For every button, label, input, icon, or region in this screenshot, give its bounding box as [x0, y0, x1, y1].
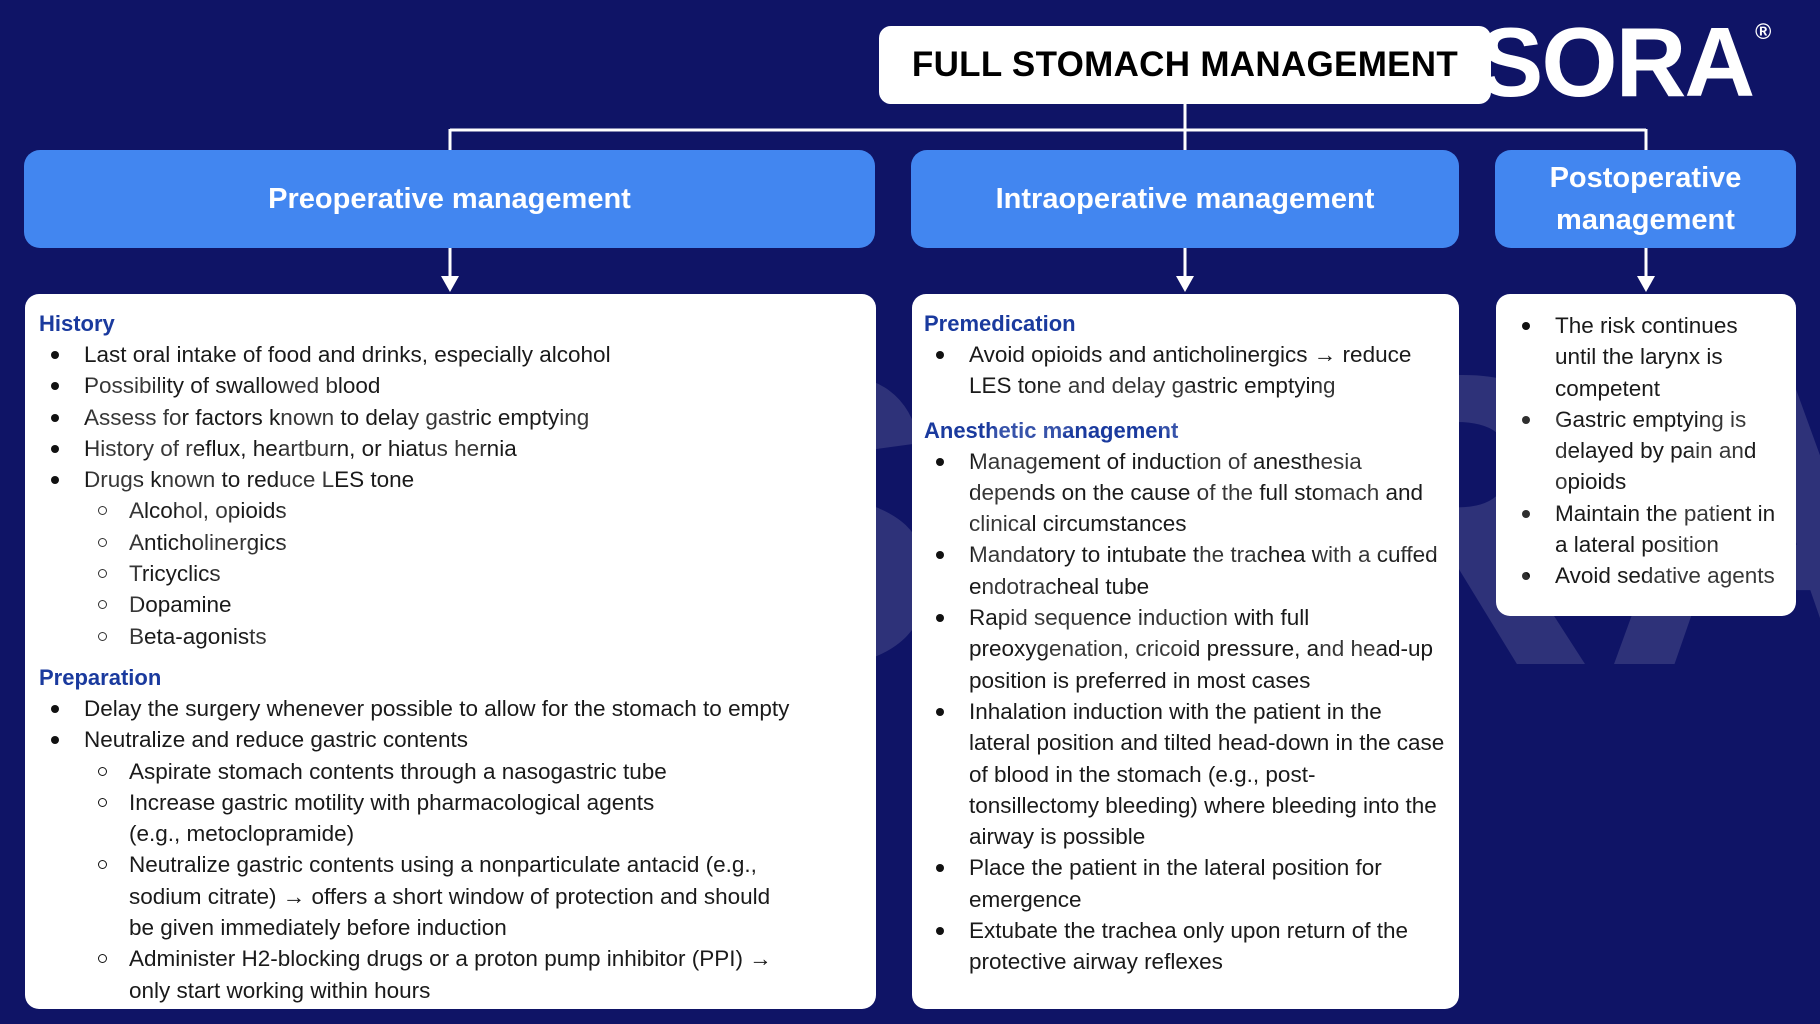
arrow-post-head	[1637, 276, 1655, 292]
list-item: Maintain the patient in a lateral positi…	[1510, 498, 1784, 561]
sublist-item: Neutralize gastric contents using a nonp…	[84, 849, 784, 943]
arrow-intra-head	[1176, 276, 1194, 292]
list-item: Assess for factors known to delay gastri…	[39, 402, 862, 433]
logo-text: SORA	[1478, 7, 1755, 117]
list-item: Management of induction of anesthesia de…	[924, 446, 1445, 540]
intraoperative-header: Intraoperative management	[911, 150, 1459, 248]
preparation-list: Delay the surgery whenever possible to a…	[39, 693, 862, 756]
list-item: Delay the surgery whenever possible to a…	[39, 693, 862, 724]
preoperative-panel: History Last oral intake of food and dri…	[25, 294, 876, 1009]
list-item: History of reflux, heartburn, or hiatus …	[39, 433, 862, 464]
anesthetic-management-list: Management of induction of anesthesia de…	[924, 446, 1445, 978]
list-item: Possibility of swallowed blood	[39, 370, 862, 401]
list-item: Extubate the trachea only upon return of…	[924, 915, 1445, 978]
intraoperative-panel: Premedication Avoid opioids and antichol…	[912, 294, 1459, 1009]
intraoperative-header-label: Intraoperative management	[995, 183, 1375, 215]
sublist-item: Beta-agonists	[84, 621, 862, 652]
sublist-item: Dopamine	[84, 589, 862, 620]
sublist-item: Aspirate stomach contents through a naso…	[84, 756, 784, 787]
postoperative-panel: The risk continues until the larynx is c…	[1496, 294, 1796, 616]
page-title: FULL STOMACH MANAGEMENT	[911, 45, 1459, 84]
postoperative-header: Postoperative management	[1495, 150, 1796, 248]
title-box: FULL STOMACH MANAGEMENT	[879, 26, 1491, 104]
brand-logo: SORA®	[1478, 12, 1771, 112]
preparation-sublist: Aspirate stomach contents through a naso…	[84, 756, 784, 1006]
list-item: Gastric emptying is delayed by pain and …	[1510, 404, 1784, 498]
sublist-item: Increase gastric motility with pharmacol…	[84, 787, 784, 850]
postoperative-list: The risk continues until the larynx is c…	[1510, 310, 1784, 592]
sublist-item: Tricyclics	[84, 558, 862, 589]
history-list: Last oral intake of food and drinks, esp…	[39, 339, 862, 495]
list-item: Mandatory to intubate the trachea with a…	[924, 539, 1445, 602]
sublist-item: Alcohol, opioids	[84, 495, 862, 526]
list-item: The risk continues until the larynx is c…	[1510, 310, 1784, 404]
list-item: Last oral intake of food and drinks, esp…	[39, 339, 862, 370]
history-title: History	[39, 311, 115, 336]
postoperative-header-label: Postoperative management	[1549, 162, 1742, 236]
sublist-item: Administer H2-blocking drugs or a proton…	[84, 943, 784, 1006]
preoperative-header: Preoperative management	[24, 150, 875, 248]
premedication-title: Premedication	[924, 311, 1076, 336]
drugs-sublist: Alcohol, opioids Anticholinergics Tricyc…	[84, 495, 862, 651]
list-item: Inhalation induction with the patient in…	[924, 696, 1445, 852]
arrow-pre-head	[441, 276, 459, 292]
sublist-item: Anticholinergics	[84, 527, 862, 558]
premedication-list: Avoid opioids and anticholinergics → red…	[924, 339, 1445, 402]
preoperative-header-label: Preoperative management	[268, 183, 631, 215]
list-item: Rapid sequence induction with full preox…	[924, 602, 1445, 696]
list-item: Avoid sedative agents	[1510, 560, 1784, 591]
list-item: Drugs known to reduce LES tone	[39, 464, 862, 495]
list-item: Place the patient in the lateral positio…	[924, 852, 1445, 915]
list-item: Neutralize and reduce gastric contents	[39, 724, 862, 755]
preparation-title: Preparation	[39, 664, 162, 690]
registered-mark: ®	[1755, 19, 1772, 44]
list-item: Avoid opioids and anticholinergics → red…	[924, 339, 1445, 402]
anesthetic-management-title: Anesthetic management	[924, 417, 1179, 443]
